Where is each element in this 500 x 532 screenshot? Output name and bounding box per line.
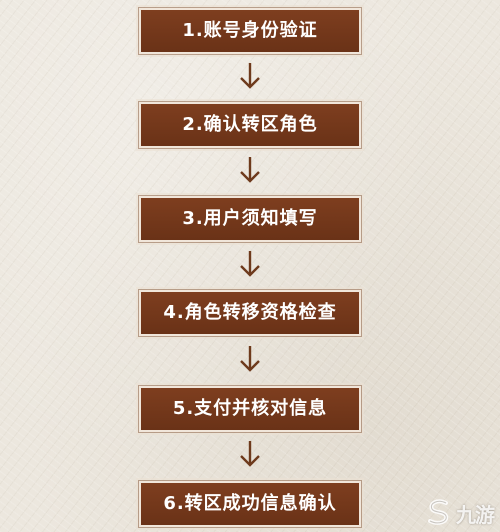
watermark: 九游 xyxy=(424,496,496,528)
step-1-box: 1.账号身份验证 xyxy=(138,7,362,55)
watermark-text: 九游 xyxy=(456,503,495,527)
step-5-box: 5.支付并核对信息 xyxy=(138,385,362,433)
down-arrow-icon xyxy=(240,441,260,467)
down-arrow-icon xyxy=(240,63,260,89)
step-3-label: 3.用户须知填写 xyxy=(182,208,318,229)
step-5-label: 5.支付并核对信息 xyxy=(172,398,328,419)
step-2-box: 2.确认转区角色 xyxy=(138,101,362,149)
down-arrow-icon xyxy=(240,251,260,277)
s-swirl-logo-icon xyxy=(428,499,449,525)
down-arrow-icon xyxy=(240,346,260,372)
step-2-label: 2.确认转区角色 xyxy=(182,114,318,135)
step-3-box: 3.用户须知填写 xyxy=(138,195,362,243)
step-6-box: 6.转区成功信息确认 xyxy=(138,480,362,528)
step-4-box: 4.角色转移资格检查 xyxy=(138,289,362,337)
step-4-label: 4.角色转移资格检查 xyxy=(163,302,337,323)
step-1-label: 1.账号身份验证 xyxy=(182,20,318,41)
down-arrow-icon xyxy=(240,157,260,183)
step-6-label: 6.转区成功信息确认 xyxy=(163,493,337,514)
